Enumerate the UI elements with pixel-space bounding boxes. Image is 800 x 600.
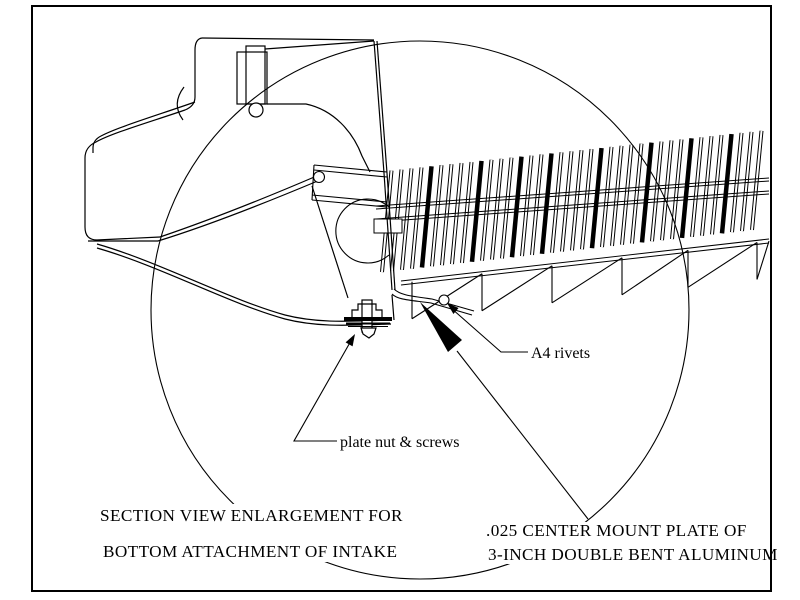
intake-housing-outline xyxy=(84,37,396,326)
flange-pin xyxy=(312,170,326,184)
bracket-pin xyxy=(248,102,264,118)
flange-band xyxy=(311,164,390,264)
rivet xyxy=(438,294,450,306)
rivet-arrowhead xyxy=(447,303,459,314)
nut xyxy=(360,327,377,339)
caption-right-mask xyxy=(484,522,762,564)
caption-left-mask xyxy=(96,504,396,562)
caption-section-view-line2: BOTTOM ATTACHMENT OF INTAKE xyxy=(103,542,397,561)
cooling-fins xyxy=(380,130,764,273)
center-mount-band xyxy=(373,177,770,234)
leader-arrowheads xyxy=(345,302,462,352)
mount-plate-solid-arrow xyxy=(420,302,462,352)
plate-nut-assembly xyxy=(344,299,392,339)
caption-mount-plate-line2: 3-INCH DOUBLE BENT ALUMINUM xyxy=(488,545,778,564)
drawing-border xyxy=(31,5,772,592)
clip-section xyxy=(176,86,185,121)
label-plate-nut-screws: plate nut & screws xyxy=(340,434,460,451)
bent-plate-tail xyxy=(391,288,475,316)
plate-nut-arrowhead xyxy=(345,334,355,347)
caption-section-view-line1: SECTION VIEW ENLARGEMENT FOR xyxy=(100,506,403,525)
sawtooth-teeth xyxy=(411,240,770,320)
pipe-section xyxy=(335,198,390,264)
label-a4-rivets: A4 rivets xyxy=(531,345,590,362)
clamp-plate xyxy=(344,317,392,321)
top-bracket xyxy=(236,45,268,118)
caption-mount-plate-line1: .025 CENTER MOUNT PLATE OF xyxy=(486,521,747,540)
detail-view-circle xyxy=(150,40,690,580)
leader-lines xyxy=(293,307,589,520)
mount-rail xyxy=(400,238,770,286)
